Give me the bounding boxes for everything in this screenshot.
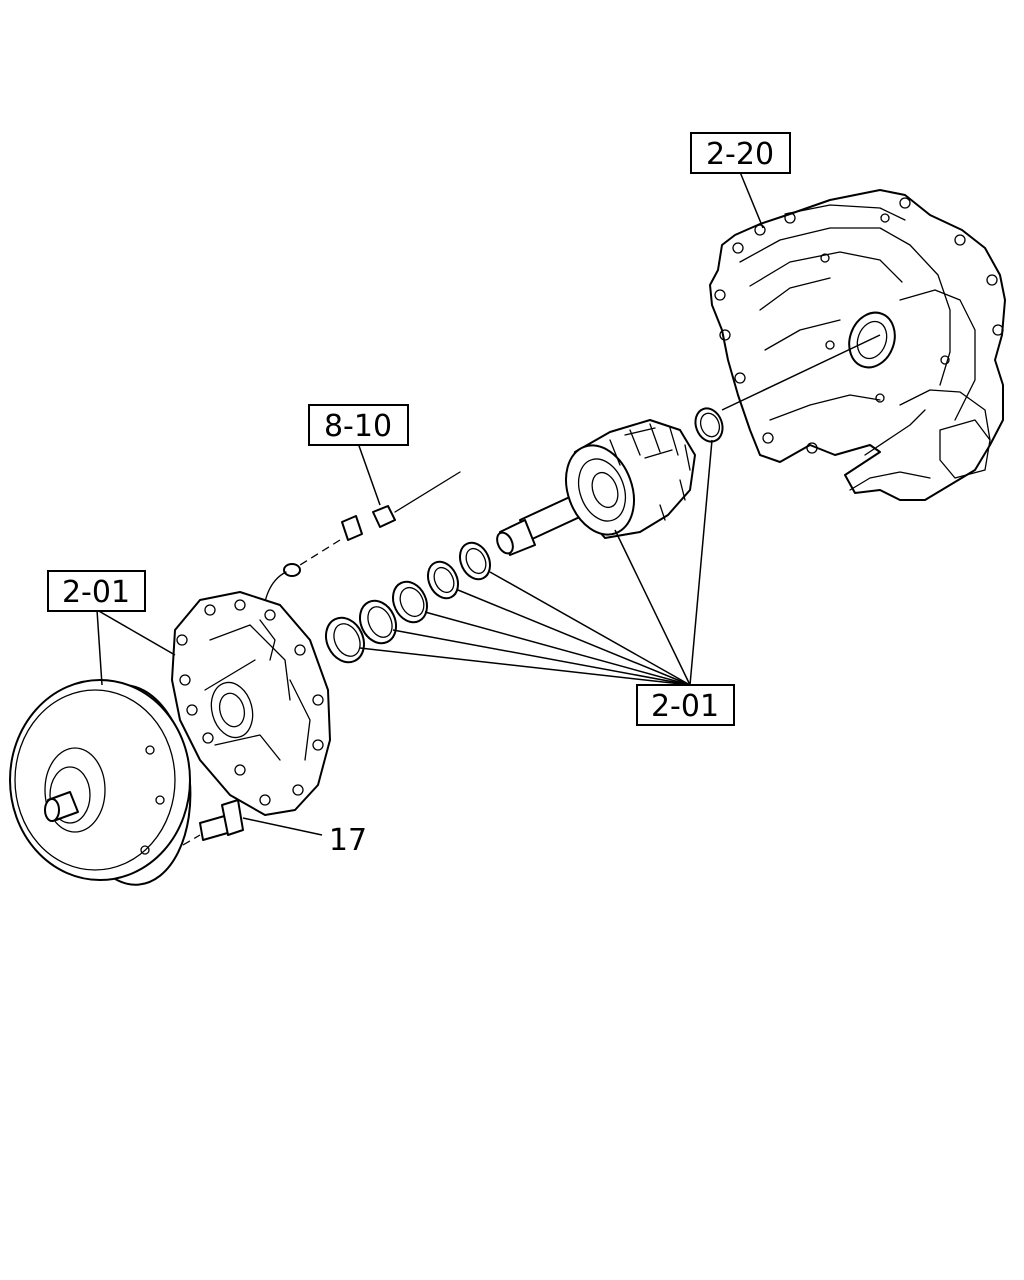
callout-2-01-left-text: 2-01 bbox=[62, 575, 130, 610]
torque-converter bbox=[9, 679, 192, 886]
callout-8-10-text: 8-10 bbox=[324, 409, 392, 444]
snap-ring bbox=[694, 407, 724, 443]
pump-housing bbox=[171, 591, 331, 816]
callout-2-20: 2-20 bbox=[690, 132, 791, 174]
callout-2-01-left: 2-01 bbox=[47, 570, 146, 612]
seal-rings bbox=[325, 541, 492, 664]
callout-8-10: 8-10 bbox=[308, 404, 409, 446]
bolt bbox=[182, 799, 244, 846]
callout-17-text: 17 bbox=[329, 823, 367, 858]
leader-lines bbox=[96, 171, 881, 836]
callout-2-20-text: 2-20 bbox=[706, 137, 774, 172]
clutch-drum-shaft bbox=[496, 419, 696, 556]
callout-17: 17 bbox=[329, 823, 367, 858]
callout-2-01-right-text: 2-01 bbox=[651, 689, 719, 724]
callout-2-01-right: 2-01 bbox=[636, 684, 735, 726]
